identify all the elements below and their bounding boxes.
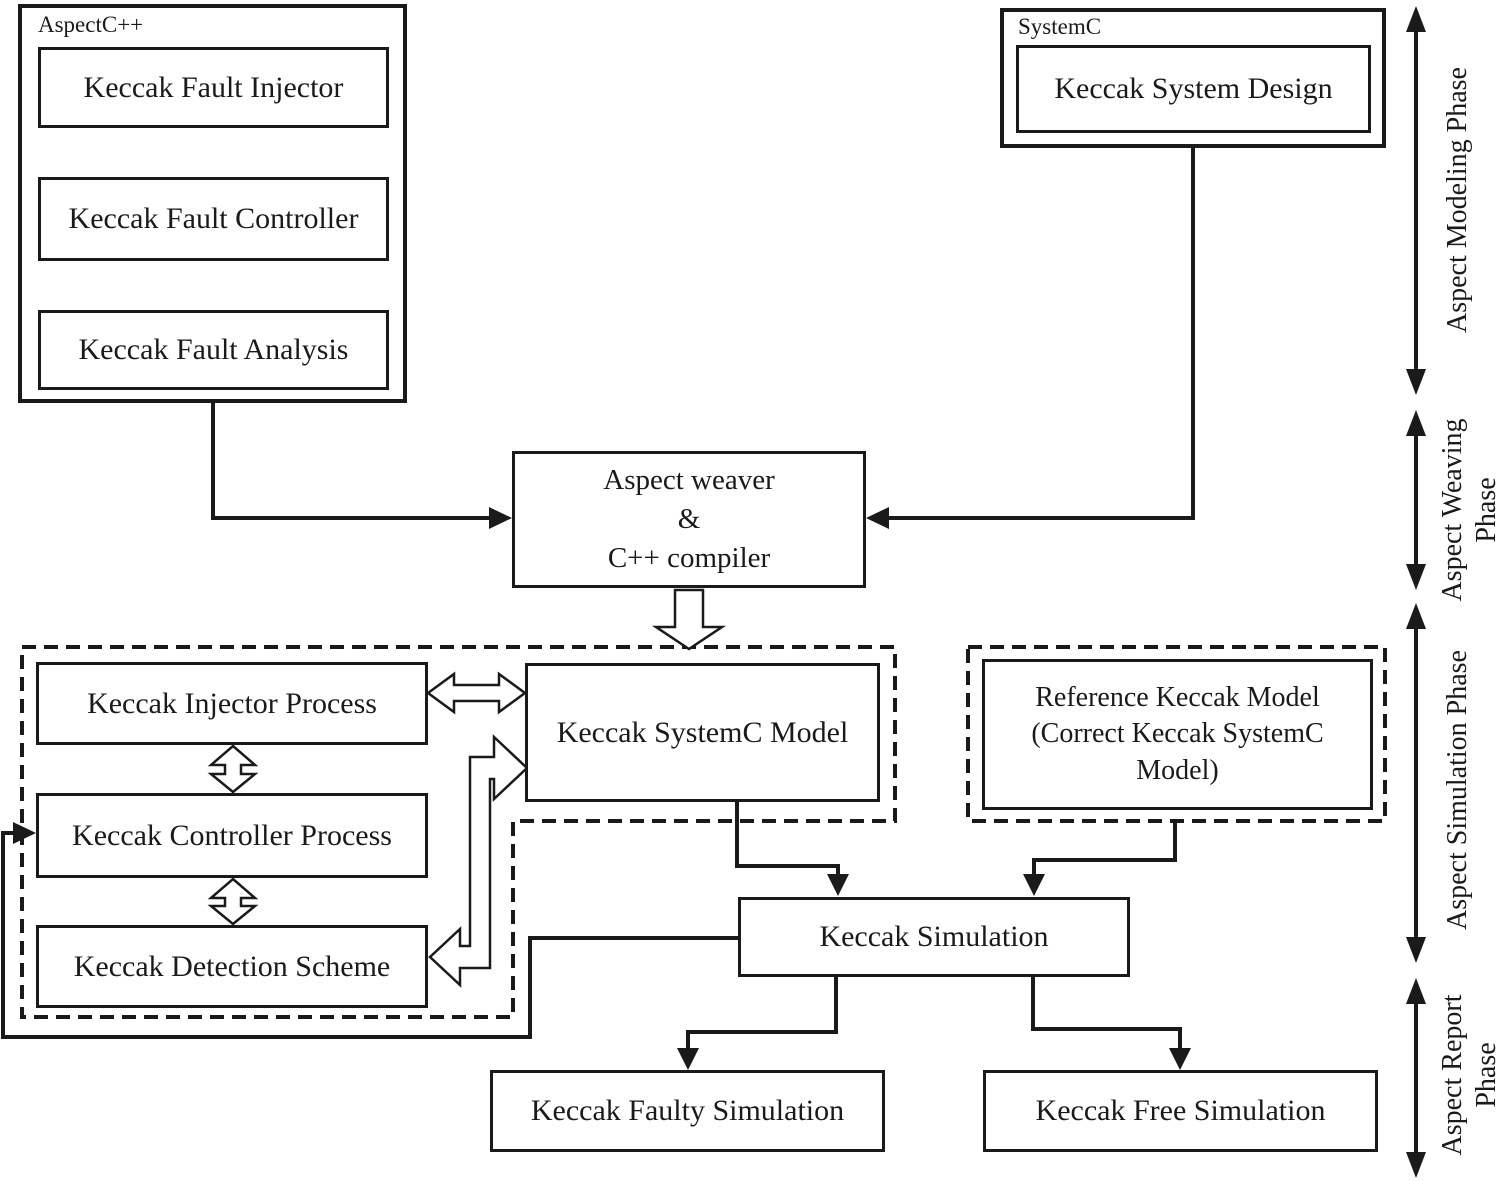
phase-arrow-weaving-bottom bbox=[1406, 564, 1426, 590]
phase-arrow-simulation-bottom bbox=[1406, 937, 1426, 963]
dashed-simulation-container bbox=[20, 645, 897, 1019]
systemc-label: SystemC bbox=[1018, 14, 1102, 39]
box-aspect-weaver: Aspect weaver & C++ compiler bbox=[512, 451, 866, 588]
weaver-line3: C++ compiler bbox=[607, 542, 771, 575]
box-keccak-systemc-model: Keccak SystemC Model bbox=[525, 663, 880, 802]
box-keccak-system-design: Keccak System Design bbox=[1016, 45, 1371, 133]
arrowhead-into-weaver-right bbox=[866, 507, 889, 529]
reference-line3: Model) bbox=[1136, 754, 1219, 786]
phase-label-simulation: Aspect Simulation Phase bbox=[1437, 570, 1479, 1010]
phase-label-modeling: Aspect Modeling Phase bbox=[1437, 0, 1479, 420]
arrowhead-into-controllerprocess bbox=[13, 822, 36, 844]
box-keccak-faulty-simulation: Keccak Faulty Simulation bbox=[490, 1070, 885, 1152]
phase-arrow-simulation-top bbox=[1406, 603, 1426, 629]
phase-label-report-line1: Aspect Report bbox=[1437, 994, 1468, 1156]
arrowhead-into-free bbox=[1169, 1048, 1191, 1070]
aspectcpp-label: AspectC++ bbox=[38, 12, 144, 37]
box-keccak-fault-analysis: Keccak Fault Analysis bbox=[38, 310, 389, 390]
double-arrow-injectorprocess-model bbox=[425, 671, 528, 715]
phase-label-report-line2: Phase bbox=[1471, 1042, 1502, 1108]
double-arrow-injectorprocess-controllerprocess bbox=[207, 744, 259, 794]
reference-line1: Reference Keccak Model bbox=[1035, 681, 1320, 713]
phase-label-modeling-text: Aspect Modeling Phase bbox=[1442, 67, 1473, 333]
box-keccak-simulation: Keccak Simulation bbox=[738, 897, 1130, 977]
box-reference-keccak-model: Reference Keccak Model (Correct Keccak S… bbox=[982, 659, 1373, 810]
line-aspectcpp-to-weaver bbox=[211, 403, 490, 520]
box-keccak-fault-injector: Keccak Fault Injector bbox=[38, 47, 389, 128]
phase-arrow-report-top bbox=[1406, 978, 1426, 1004]
box-keccak-fault-controller: Keccak Fault Controller bbox=[38, 177, 389, 261]
double-arrow-controllerprocess-detection bbox=[207, 877, 259, 926]
arrowhead-into-faulty bbox=[677, 1048, 699, 1070]
phase-label-report: Aspect Report Phase bbox=[1434, 965, 1502, 1181]
box-keccak-controller-process: Keccak Controller Process bbox=[36, 793, 428, 878]
arrowhead-into-simulation-left bbox=[827, 874, 849, 896]
line-model-to-simulation bbox=[735, 802, 840, 876]
weaver-line2: & bbox=[677, 502, 701, 535]
phase-arrow-report-bottom bbox=[1406, 1152, 1426, 1178]
reference-line2: (Correct Keccak SystemC bbox=[1031, 718, 1324, 750]
hollow-arrow-weaver-down bbox=[651, 588, 727, 651]
phase-arrow-modeling-top bbox=[1406, 6, 1426, 32]
line-reference-to-simulation bbox=[1032, 821, 1177, 876]
box-keccak-injector-process: Keccak Injector Process bbox=[36, 662, 428, 745]
line-simulation-feedback bbox=[1, 831, 738, 1039]
phase-arrow-weaving-top bbox=[1406, 410, 1426, 436]
line-simulation-to-free bbox=[1031, 977, 1182, 1048]
phase-label-weaving-line2: Phase bbox=[1471, 477, 1502, 543]
line-systemc-to-weaver bbox=[888, 148, 1195, 520]
box-keccak-free-simulation: Keccak Free Simulation bbox=[983, 1070, 1378, 1152]
arrowhead-into-weaver-left bbox=[489, 507, 512, 529]
box-keccak-detection-scheme: Keccak Detection Scheme bbox=[36, 925, 428, 1008]
phase-arrow-modeling-bottom bbox=[1406, 369, 1426, 395]
arrowhead-into-simulation-right bbox=[1023, 874, 1045, 896]
line-simulation-to-faulty bbox=[686, 977, 838, 1048]
weaver-line1: Aspect weaver bbox=[603, 463, 775, 496]
elbow-double-arrow-model-detection bbox=[428, 734, 529, 988]
phase-label-simulation-text: Aspect Simulation Phase bbox=[1442, 650, 1473, 930]
